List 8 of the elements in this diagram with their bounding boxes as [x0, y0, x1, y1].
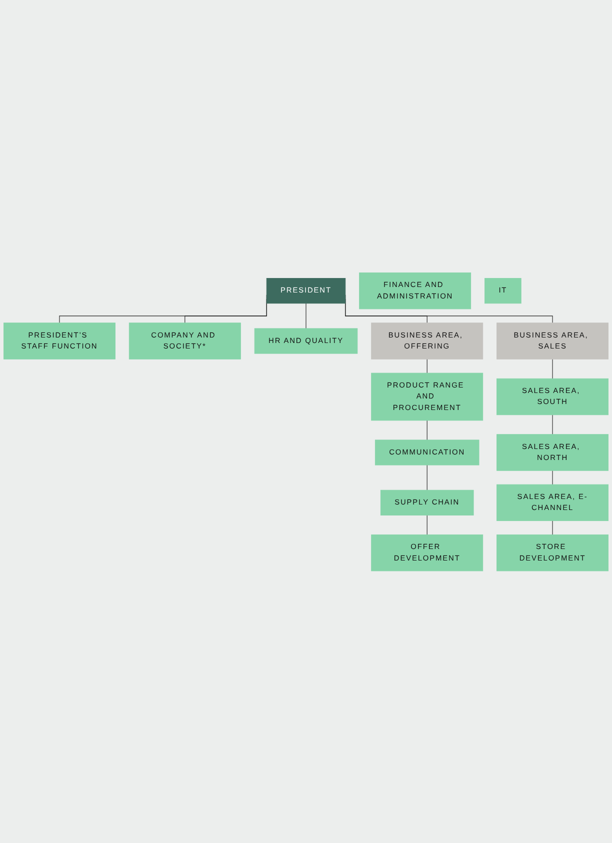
connector [552, 520, 553, 535]
connector [426, 420, 428, 440]
connector [552, 414, 553, 434]
connector [552, 358, 553, 379]
connector [426, 464, 428, 490]
connector [426, 358, 428, 373]
connector [552, 470, 553, 484]
connector [426, 514, 428, 535]
